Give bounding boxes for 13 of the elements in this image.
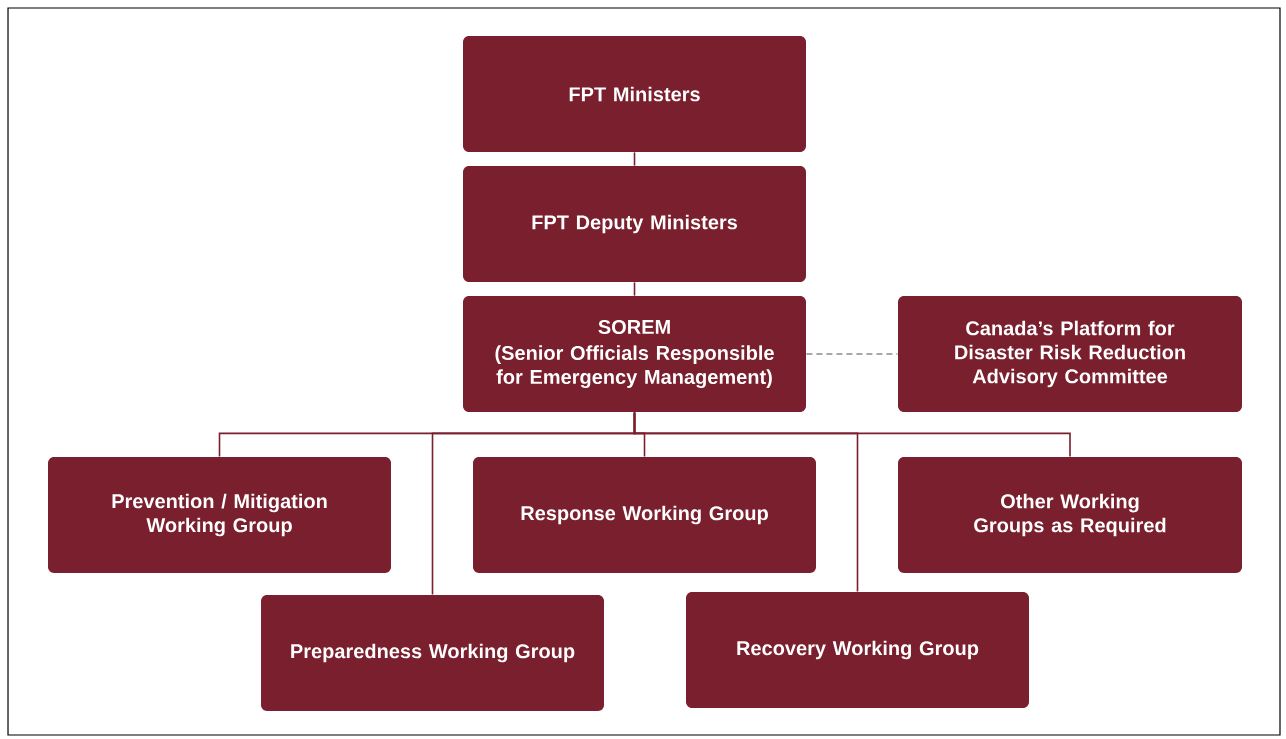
- org-box: FPT Deputy Ministers: [463, 166, 806, 282]
- org-box: Recovery Working Group: [686, 592, 1029, 708]
- connector-line: [633, 411, 1071, 458]
- org-box: FPT Ministers: [463, 36, 806, 152]
- connector-line: [633, 151, 636, 167]
- org-box: SOREM (Senior Officials Responsible for Emergency Management): [463, 296, 806, 412]
- org-box: Prevention / Mitigation Working Group: [48, 457, 391, 573]
- dashed-connector: [805, 353, 899, 355]
- org-box: Preparedness Working Group: [261, 595, 604, 711]
- org-box: Other Working Groups as Required: [898, 457, 1242, 573]
- org-box: Response Working Group: [473, 457, 816, 573]
- connector-line: [633, 281, 636, 297]
- org-box: Canada’s Platform for Disaster Risk Reduction Advisory Committee: [898, 296, 1242, 412]
